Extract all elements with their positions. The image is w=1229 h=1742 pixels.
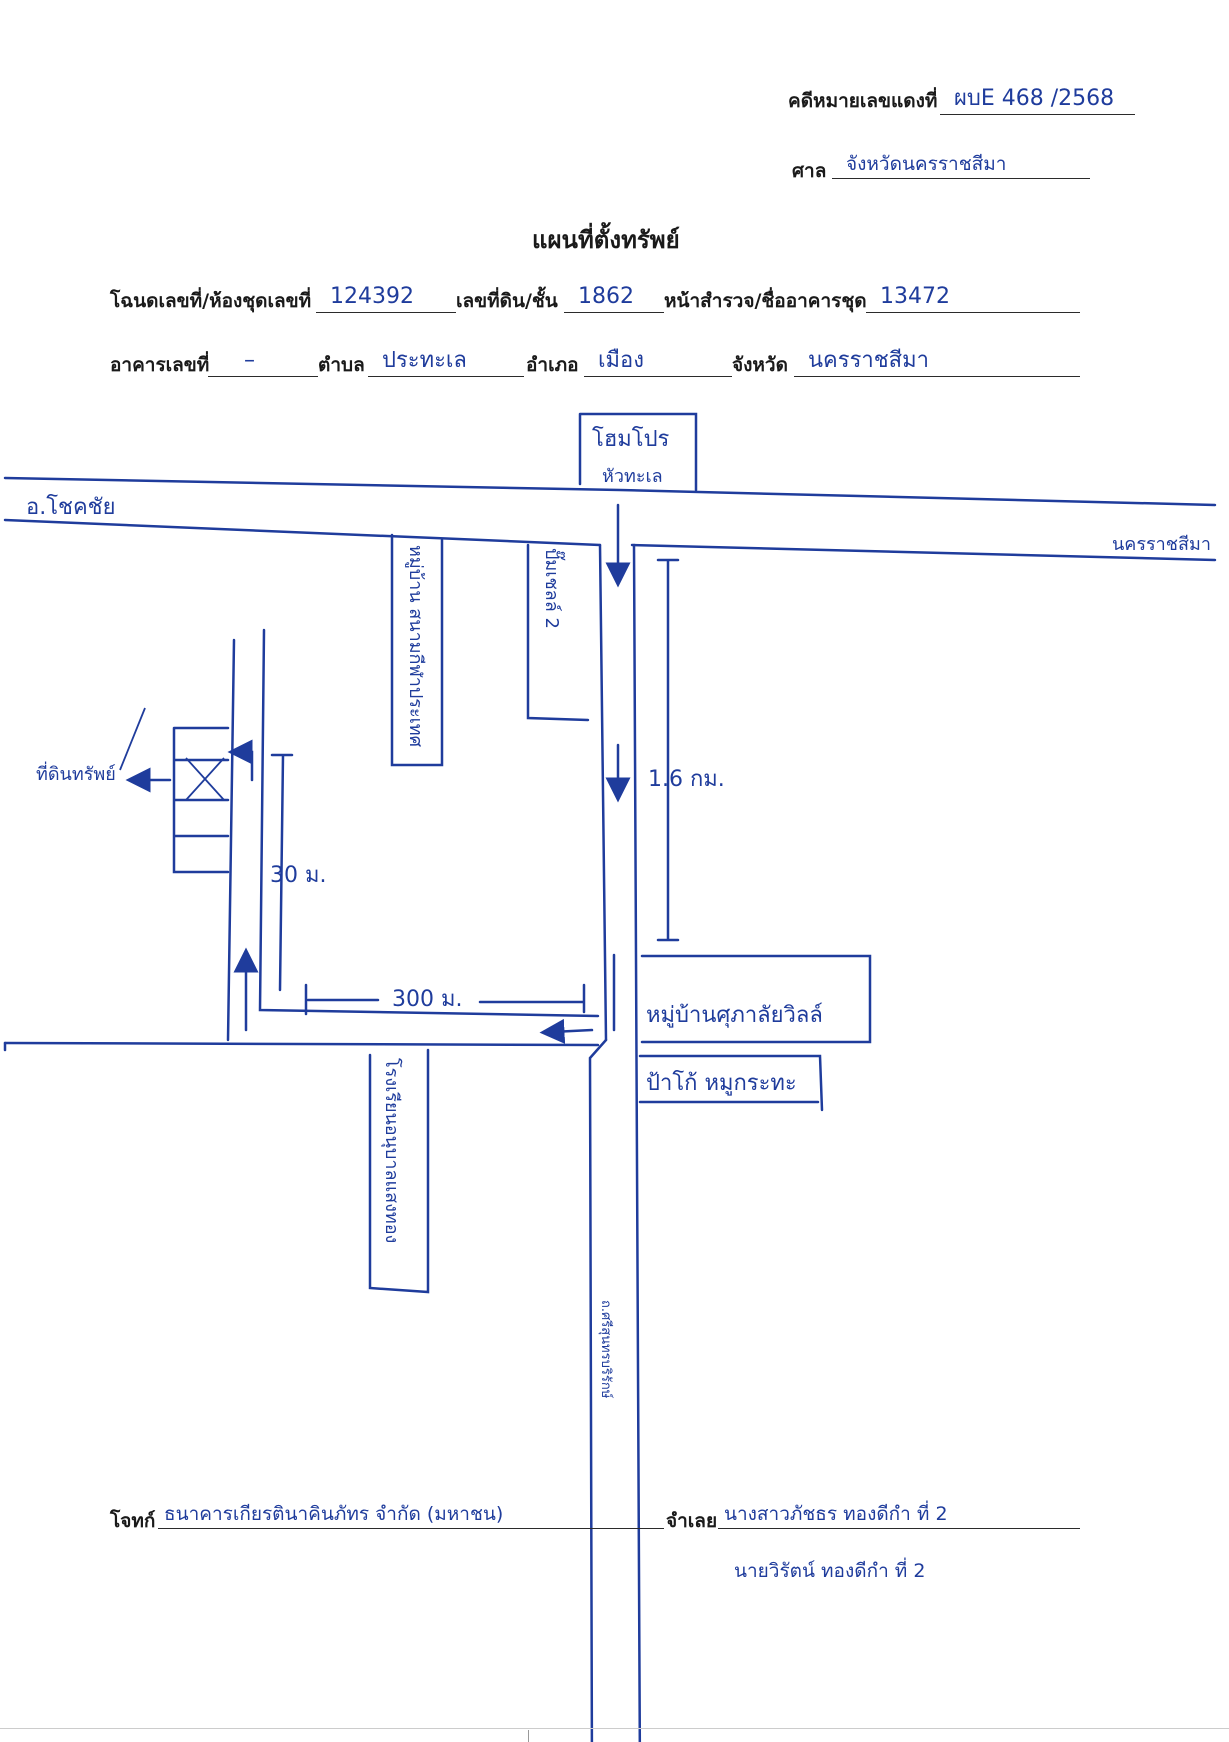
soi-left-edge bbox=[226, 638, 236, 1042]
road-label-left: อ.โชคชัย bbox=[26, 494, 116, 520]
distance-300m: 300 ม. bbox=[392, 987, 462, 1012]
property-cross bbox=[185, 757, 225, 801]
plaintiff-field: ธนาคารเกียรตินาคินภัทร จำกัด (มหาชน) bbox=[158, 1496, 664, 1529]
landmark-top-line2: หัวทะเล bbox=[602, 466, 663, 487]
defendant2-value: นายวิรัตน์ ทองดีกำ ที่ 2 bbox=[734, 1560, 926, 1582]
main-vertical-road-right bbox=[632, 543, 642, 1742]
lower-road-right-of-main bbox=[588, 1038, 608, 1742]
dimension-1-6km bbox=[656, 558, 680, 942]
main-road-bottom-edge-left bbox=[3, 518, 602, 547]
defendant-label: จำเลย bbox=[666, 1510, 718, 1532]
court-field: จังหวัดนครราชสีมา bbox=[832, 146, 1090, 179]
dimension-30m bbox=[270, 753, 294, 992]
district-label: อำเภอ bbox=[526, 354, 579, 376]
land-no-field: 1862 bbox=[564, 280, 664, 313]
land-no-value: 1862 bbox=[578, 284, 634, 309]
plaintiff-value: ธนาคารเกียรตินาคินภัทร จำกัด (มหาชน) bbox=[164, 1503, 504, 1525]
defendant-field: นางสาวภัชธร ทองดีกำ ที่ 2 bbox=[718, 1496, 1080, 1529]
building-label: อาคารเลขที่ bbox=[110, 354, 210, 376]
soi-arrow-up-1 bbox=[227, 739, 254, 782]
distance-1-6km: 1.6 กม. bbox=[648, 767, 725, 792]
lower-road-top-edge bbox=[3, 1041, 600, 1047]
case-number-label: คดีหมายเลขแดงที่ bbox=[788, 90, 938, 112]
case-number-value: ผบE 468 /2568 bbox=[954, 86, 1115, 111]
subdistrict-field: ประทะเล bbox=[368, 344, 524, 377]
building-field: – bbox=[208, 344, 318, 377]
shop-vertical-left: หมู่บ้าน สนามกีฬาประเทศ bbox=[405, 545, 426, 748]
subdistrict-label: ตำบล bbox=[318, 354, 365, 376]
survey-value: 13472 bbox=[880, 284, 950, 309]
deed-field: 124392 bbox=[316, 280, 456, 313]
survey-field: 13472 bbox=[866, 280, 1080, 313]
distance-30m: 30 ม. bbox=[270, 863, 326, 888]
building-value: – bbox=[244, 348, 255, 373]
dimension-300m bbox=[304, 983, 586, 1016]
court-label: ศาล bbox=[792, 160, 827, 182]
case-number-field: ผบE 468 /2568 bbox=[940, 82, 1135, 115]
main-road-top-edge bbox=[3, 476, 1217, 507]
province-value: นครราชสีมา bbox=[808, 348, 929, 373]
main-road-bottom-edge-right bbox=[630, 543, 1217, 562]
subdistrict-value: ประทะเล bbox=[382, 348, 467, 373]
shop-box-lower bbox=[368, 1048, 430, 1294]
land-no-label: เลขที่ดิน/ชั้น bbox=[456, 290, 558, 312]
main-vertical-road-left bbox=[598, 543, 608, 1042]
landmark-top-line1: โฮมโปร bbox=[592, 426, 670, 452]
road-label-right: นครราชสีมา bbox=[1112, 534, 1211, 555]
property-label: ที่ดินทรัพย์ bbox=[36, 761, 116, 785]
village-box bbox=[640, 954, 872, 1044]
cafe-box bbox=[638, 1054, 824, 1112]
district-field: เมือง bbox=[584, 344, 732, 377]
page-title: แผนที่ตั้งทรัพย์ bbox=[532, 225, 680, 254]
shop-vertical-mid: ปั๊มเชลล์ 2 bbox=[541, 548, 566, 629]
road-vertical-lower: ถ.ศรีสุนทรบริรักษ์ bbox=[598, 1300, 614, 1399]
village-label: หมู่บ้านศุภาลัยวิลล์ bbox=[646, 1003, 823, 1028]
court-value: จังหวัดนครราชสีมา bbox=[846, 153, 1007, 175]
survey-label: หน้าสำรวจ/ชื่ออาคารชุด bbox=[664, 290, 867, 312]
shop-vertical-lower: โรงเรียนอนุบาลแสงทอง bbox=[381, 1058, 403, 1243]
page-bottom-tick bbox=[528, 1730, 529, 1742]
district-value: เมือง bbox=[598, 348, 644, 373]
property-pointer bbox=[119, 707, 146, 771]
arrow-left-junction bbox=[539, 1018, 594, 1044]
shop-box-mid bbox=[526, 543, 590, 722]
cafe-label: ป้าโก้ หมูกระทะ bbox=[646, 1070, 797, 1096]
defendant-value: นางสาวภัชธร ทองดีกำ ที่ 2 bbox=[724, 1503, 948, 1525]
plaintiff-label: โจทก์ bbox=[110, 1510, 156, 1532]
property-block bbox=[172, 726, 230, 874]
deed-value: 124392 bbox=[330, 284, 414, 309]
page-bottom-rule bbox=[0, 1728, 1229, 1729]
landmark-top-box bbox=[578, 412, 698, 492]
province-label: จังหวัด bbox=[732, 354, 788, 376]
soi-right-edge bbox=[258, 628, 600, 1018]
shop-box-left bbox=[390, 533, 444, 767]
deed-label: โฉนดเลขที่/ห้องชุดเลขที่ bbox=[110, 290, 312, 312]
province-field: นครราชสีมา bbox=[794, 344, 1080, 377]
